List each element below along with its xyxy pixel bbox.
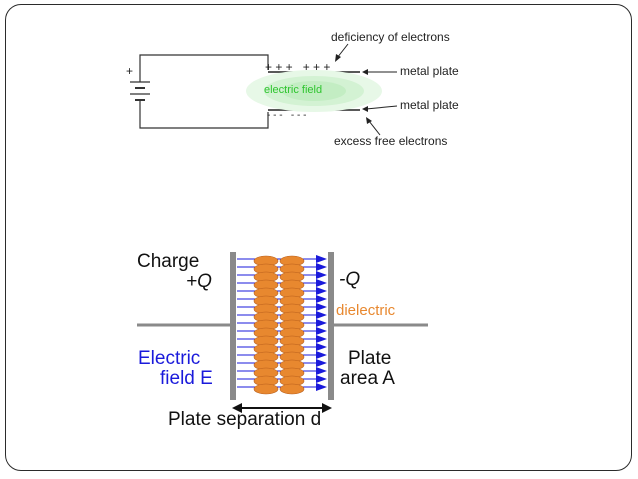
electric-field-glow [246,70,382,112]
bottom-plate-charges: - - - - - - [267,110,307,121]
field-arrowhead [316,343,327,351]
circuit-wire-top [139,54,269,73]
field-arrowhead [316,319,327,327]
label-electric: Electric [138,348,201,369]
battery-icon [130,73,150,110]
field-lines [237,255,327,391]
dielectric-molecule [253,383,279,395]
field-arrowhead [316,287,327,295]
right-plate [328,252,334,400]
dielectric-molecules [253,255,305,395]
field-arrowhead [316,367,327,375]
field-arrowhead [316,303,327,311]
pointer-deficiency [336,43,349,59]
field-arrowhead [316,383,327,391]
field-arrowhead [316,351,327,359]
label-plus-q: +Q [186,271,212,292]
field-arrowhead [316,311,327,319]
dielectric-molecule [279,383,305,395]
field-arrowhead [316,279,327,287]
label-dielectric: dielectric [336,302,396,319]
field-arrowhead [316,359,327,367]
field-arrowhead [316,295,327,303]
label-deficiency-of-electrons: deficiency of electrons [331,30,450,44]
label-plate-separation: Plate separation d [168,409,322,430]
label-minus-q: -Q [339,269,361,290]
field-arrowhead [316,263,327,271]
pointer-metal-plate-bottom [365,105,398,110]
field-arrowhead [316,327,327,335]
separation-arrow [232,403,332,413]
field-arrowhead [316,271,327,279]
field-arrowhead [316,255,327,263]
circuit-wire-bottom [139,110,269,129]
label-area-a: area A [340,368,395,389]
pointer-excess [368,120,381,136]
label-charge: Charge [137,251,200,272]
label-metal-plate-top: metal plate [400,64,459,78]
label-field-e: field E [160,368,213,389]
battery-plus-sign: + [126,64,134,78]
left-plate [230,252,236,400]
label-metal-plate-bottom: metal plate [400,98,459,112]
electric-field-label: electric field [264,84,323,96]
label-excess-free-electrons: excess free electrons [334,134,448,148]
label-plate: Plate [348,348,392,369]
field-arrowhead [316,375,327,383]
top-plate-charges: + + + + + + [265,60,331,74]
field-arrowhead [316,335,327,343]
slide-frame [5,4,632,471]
